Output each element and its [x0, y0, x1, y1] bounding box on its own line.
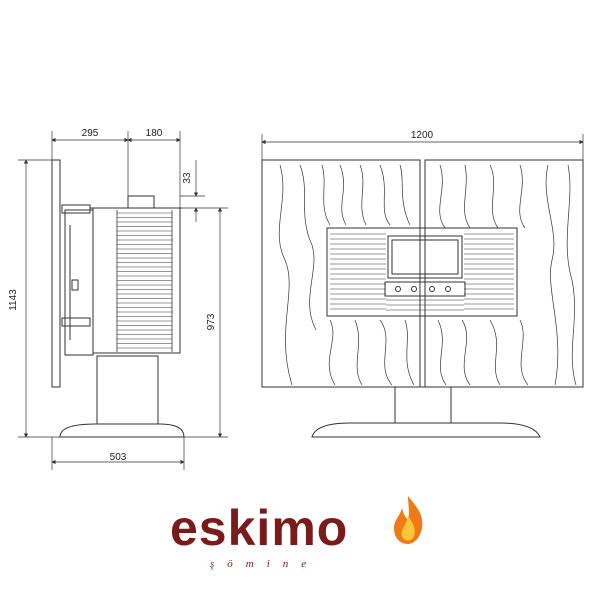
dim-side-back: 295: [82, 128, 99, 139]
brand-tagline: şömine: [210, 558, 320, 570]
front-base-plate: [311, 422, 541, 438]
dim-flue-offset: 33: [182, 172, 193, 184]
dim-total-height: 1143: [8, 289, 19, 311]
dim-base-width: 503: [110, 452, 127, 463]
control-knob-3: [429, 286, 435, 292]
brand-logo: eskimo şömine: [170, 496, 440, 580]
dim-body-height: 973: [206, 313, 217, 330]
side-view: [51, 159, 185, 438]
pedestal: [96, 355, 159, 425]
dim-side-front: 180: [146, 128, 163, 139]
firebox-frame: [326, 227, 518, 317]
back-panel: [51, 159, 61, 388]
firebox-slats: [330, 233, 514, 311]
front-pedestal: [394, 386, 452, 424]
control-panel: [384, 281, 466, 297]
front-view: [261, 134, 584, 438]
side-dimensions: [18, 131, 228, 470]
control-knob-2: [411, 286, 417, 292]
flame-icon: [394, 496, 423, 544]
panel-wave-pattern: [278, 164, 577, 386]
control-knob-4: [445, 286, 451, 292]
mounting-frame: [64, 209, 94, 356]
base-plate: [59, 423, 185, 438]
control-knob-1: [395, 286, 401, 292]
ribbed-front: [116, 210, 173, 352]
viewing-window: [387, 235, 463, 279]
brand-name: eskimo: [170, 500, 349, 556]
dim-front-width: 1200: [411, 130, 434, 141]
flue-collar: [127, 195, 155, 209]
